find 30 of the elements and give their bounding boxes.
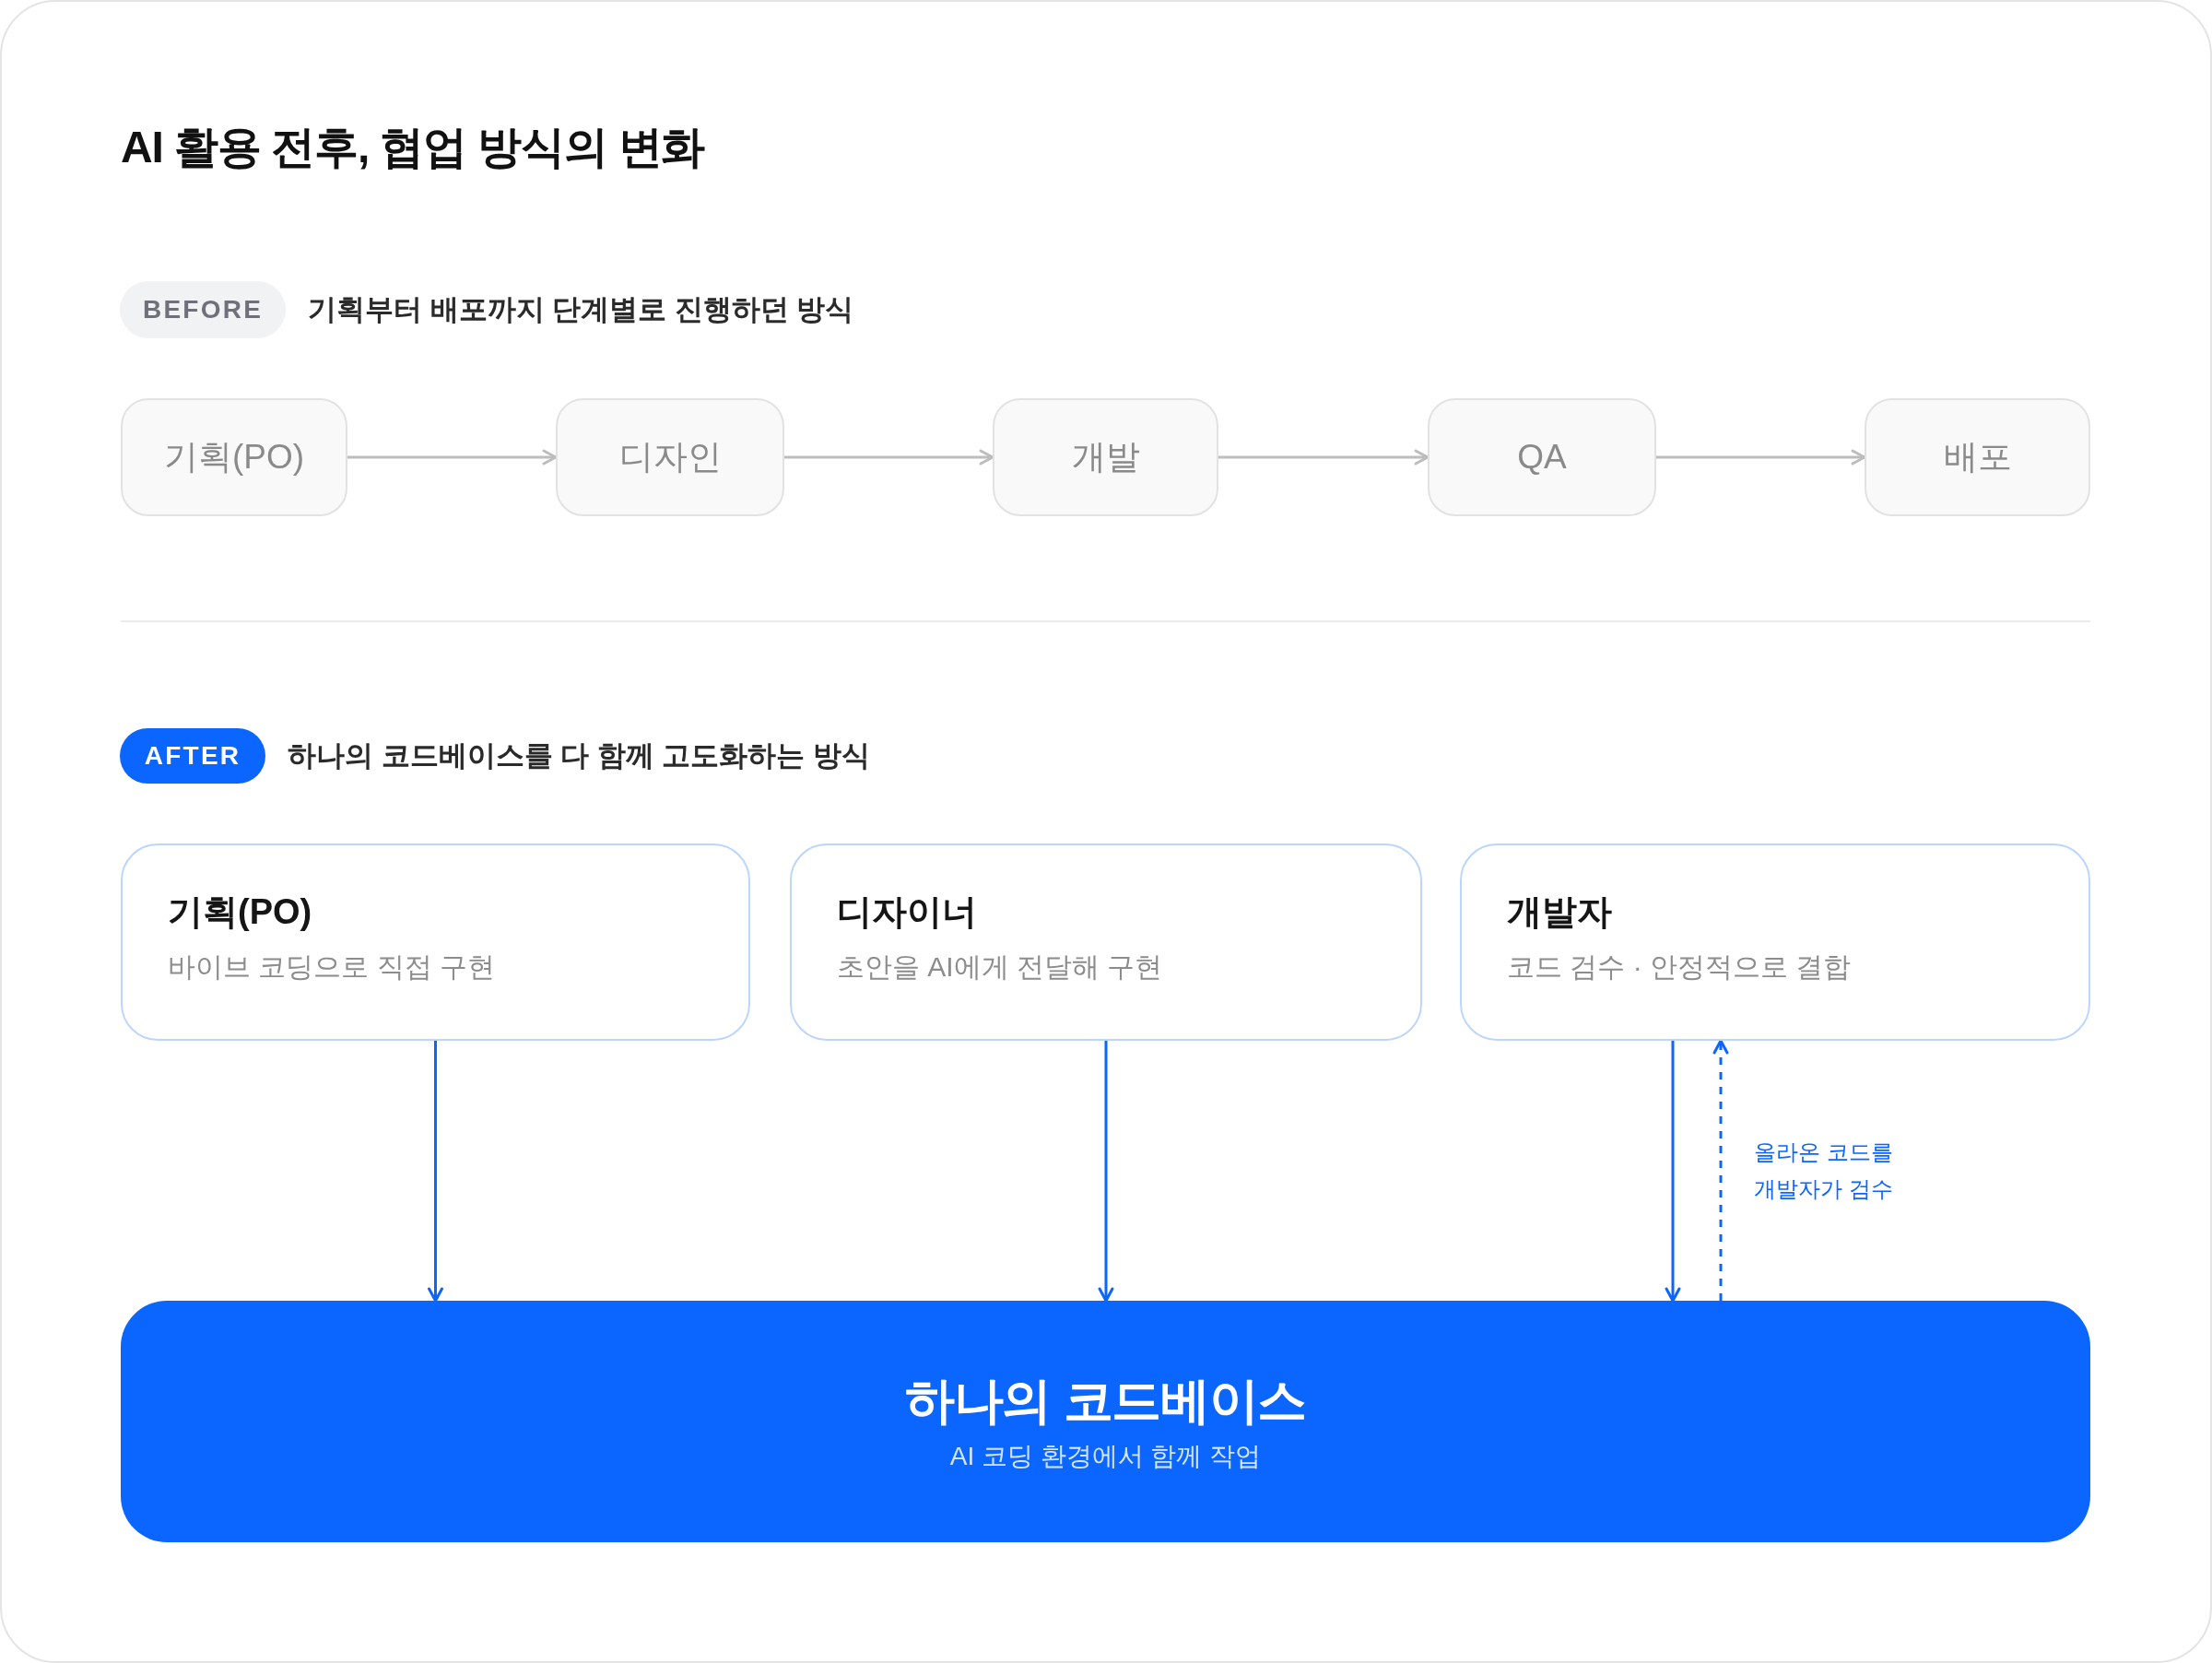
arrow (1098, 1041, 1114, 1303)
arrow (1656, 449, 1866, 466)
arrow (784, 449, 994, 466)
role-card (121, 843, 750, 1041)
role-card (790, 843, 1422, 1041)
card-description: 바이브 코딩으로 직접 구현 (168, 950, 495, 984)
card-description: 코드 검수 · 안정적으로 결합 (1507, 950, 1852, 984)
role-card (1460, 843, 2090, 1041)
card-description: 초안을 AI에게 전달해 구현 (837, 950, 1163, 984)
section-description: 기획부터 배포까지 단계별로 진행하던 방식 (308, 291, 854, 327)
step-box: 개발 (993, 398, 1218, 516)
panel-subtitle: AI 코딩 환경에서 함께 작업 (949, 1441, 1262, 1472)
codebase-panel (121, 1301, 2090, 1542)
panel-title: 하나의 코드베이스 (905, 1372, 1306, 1430)
arrow (1218, 449, 1430, 466)
stage-tag: AFTER (120, 728, 265, 784)
card-title: 개발자 (1507, 891, 1612, 933)
arrow (1665, 1041, 1681, 1303)
stage-tag: BEFORE (120, 281, 286, 338)
step-box: QA (1428, 398, 1656, 516)
arrow (347, 449, 558, 466)
arrow (428, 1041, 443, 1303)
diagram-title: AI 활용 전후, 협업 방식의 변화 (121, 122, 705, 173)
step-box: 기획(PO) (121, 398, 347, 516)
section-description: 하나의 코드베이스를 다 함께 고도화하는 방식 (288, 737, 871, 773)
dashed-arrow (1712, 1039, 1729, 1301)
step-box: 배포 (1865, 398, 2090, 516)
card-title: 디자이너 (837, 891, 977, 933)
card-title: 기획(PO) (168, 891, 312, 933)
step-box: 디자인 (556, 398, 784, 516)
